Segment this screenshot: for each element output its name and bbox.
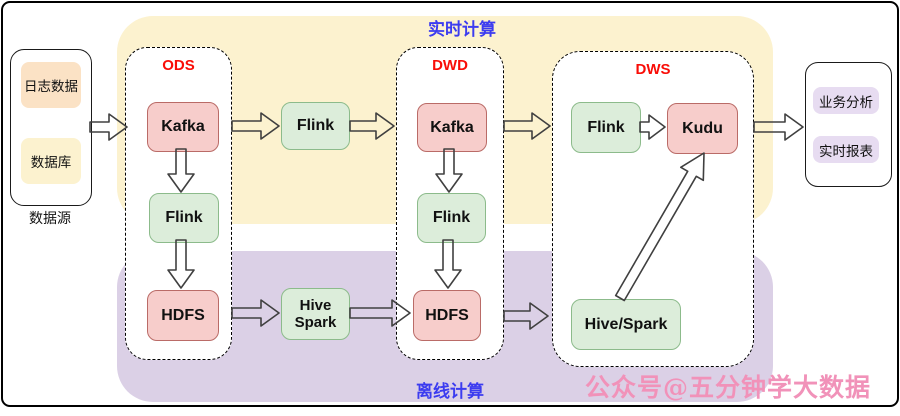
dwd-hdfs-node: HDFS [413,290,481,341]
dwd-stage-column: DWD Kafka Flink HDFS [396,47,504,360]
ods-stage-label: ODS [162,57,195,74]
realtime-flink-node: Flink [281,102,350,150]
ods-kafka-node: Kafka [147,102,219,152]
dws-hive-spark-node: Hive/Spark [571,299,681,350]
log-data-chip: 日志数据 [21,62,81,108]
watermark-text: 公众号@五分钟学大数据 [585,373,872,402]
data-source-box: 日志数据 数据库 [10,49,92,206]
dwd-flink-node: Flink [417,193,486,243]
output-box: 业务分析 实时报表 [805,62,892,187]
realtime-report-chip: 实时报表 [813,136,879,163]
data-source-caption: 数据源 [29,210,71,226]
spark-label: Spark [294,314,337,331]
dws-stage-column: DWS Flink Kudu Hive/Spark [552,51,754,367]
realtime-region-label: 实时计算 [428,20,496,39]
database-chip: 数据库 [21,138,81,184]
business-analysis-chip: 业务分析 [813,87,879,114]
hive-label: Hive [299,296,332,314]
offline-region-label: 离线计算 [416,382,484,401]
diagram-border [1,1,899,407]
ods-stage-column: ODS Kafka Flink HDFS [125,47,232,360]
dws-stage-label: DWS [635,61,671,78]
dwd-kafka-node: Kafka [417,103,487,152]
ods-flink-node: Flink [149,193,219,243]
dwd-stage-label: DWD [432,57,468,74]
dws-flink-node: Flink [571,102,641,153]
offline-hive-spark-node: Hive Spark [281,288,350,340]
dws-kudu-node: Kudu [667,103,738,154]
ods-hdfs-node: HDFS [147,290,219,341]
